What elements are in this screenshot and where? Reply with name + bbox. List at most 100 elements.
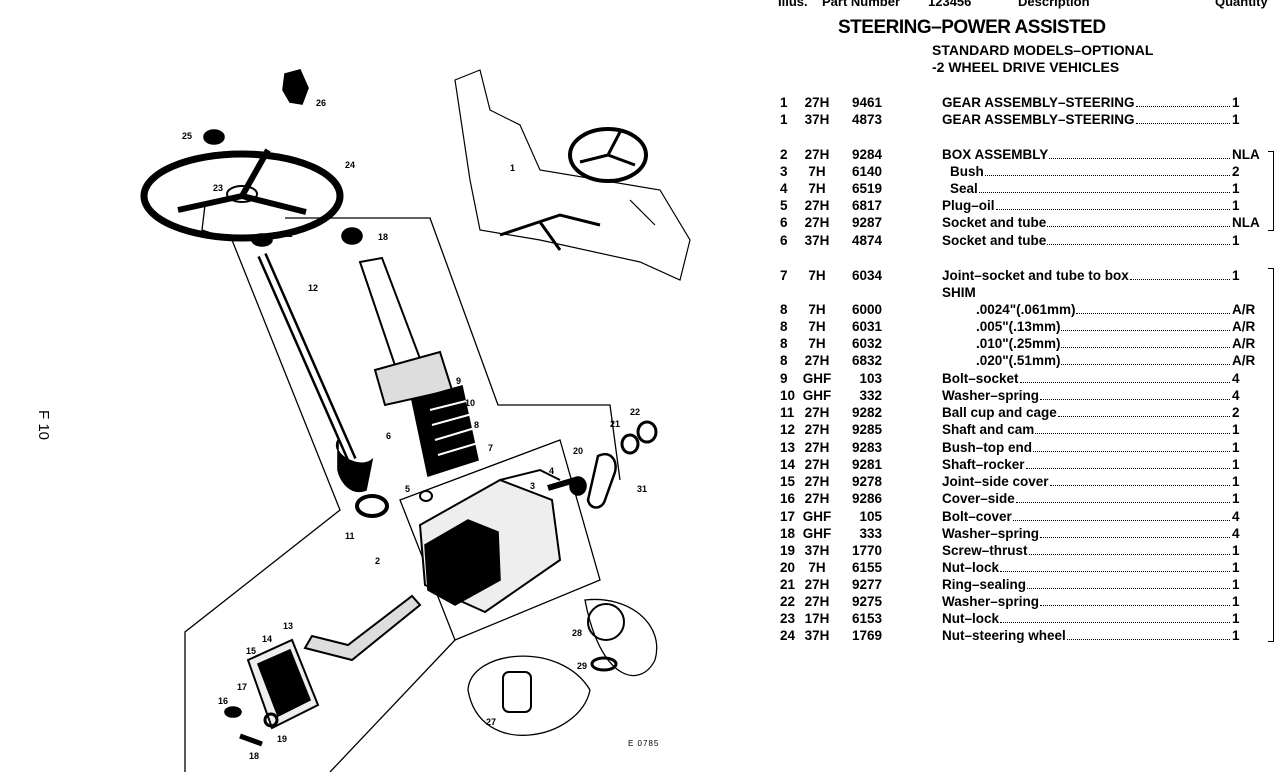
leader-dots bbox=[1025, 456, 1230, 469]
cell-description: GEAR ASSEMBLY–STEERING bbox=[942, 94, 1232, 111]
description-text: Nut–steering wheel bbox=[942, 628, 1066, 643]
cell-description: Shaft–rocker bbox=[942, 456, 1232, 473]
cell-part-number: 6031 bbox=[851, 319, 882, 334]
description-text: Washer–spring bbox=[942, 526, 1040, 541]
leader-dots bbox=[1040, 387, 1230, 400]
description-text: Washer–spring bbox=[942, 388, 1040, 403]
callout-2: 2 bbox=[375, 556, 381, 566]
leader-dots bbox=[1047, 232, 1230, 245]
cell-part-number: 333 bbox=[859, 526, 882, 541]
callout-23: 22 bbox=[630, 407, 641, 417]
description-text: SHIM bbox=[942, 285, 976, 300]
cell-part-number: 9283 bbox=[851, 440, 882, 455]
cell-illus: 7 bbox=[780, 268, 788, 283]
cell-illus: 11 bbox=[780, 405, 795, 420]
table-row: SHIM bbox=[770, 284, 1280, 301]
leader-dots bbox=[1027, 576, 1230, 589]
cell-description: Washer–spring bbox=[942, 525, 1232, 542]
cell-illus: 13 bbox=[780, 440, 796, 455]
callout-15: 14 bbox=[262, 634, 273, 644]
leader-dots bbox=[1135, 94, 1230, 107]
leader-dots bbox=[1028, 542, 1230, 555]
cell-part-number: 9286 bbox=[851, 491, 882, 506]
callout-14: 13 bbox=[283, 621, 294, 631]
cell-description: Joint–socket and tube to box bbox=[942, 267, 1232, 284]
callout-21: 20 bbox=[573, 446, 584, 456]
cell-part-prefix: GHF bbox=[802, 371, 832, 386]
header-quantity: Quantity bbox=[1215, 0, 1268, 9]
callout-11a: 11 bbox=[283, 229, 293, 239]
cell-quantity: 1 bbox=[1232, 543, 1240, 558]
cell-description: Nut–lock bbox=[942, 610, 1232, 627]
description-text: Bolt–cover bbox=[942, 509, 1012, 524]
leader-dots bbox=[1076, 301, 1230, 314]
steering-wheel-rim bbox=[140, 150, 344, 242]
cell-part-number: 9285 bbox=[851, 422, 882, 437]
cell-illus: 16 bbox=[780, 491, 796, 506]
callout-9: 9 bbox=[456, 376, 462, 386]
cell-part-prefix: 37H bbox=[804, 628, 830, 643]
callout-30: 29 bbox=[577, 661, 588, 671]
leader-dots bbox=[1015, 490, 1230, 503]
callout-27: 26 bbox=[316, 98, 327, 108]
leader-dots bbox=[1057, 404, 1230, 417]
cell-description: .010"(.25mm) bbox=[942, 335, 1232, 352]
leader-dots bbox=[1047, 214, 1230, 227]
description-text: Ring–sealing bbox=[942, 577, 1027, 592]
callout-26: 25 bbox=[182, 131, 193, 141]
cell-part-number: 6140 bbox=[851, 164, 882, 179]
cell-quantity: 2 bbox=[1232, 405, 1240, 420]
leader-dots bbox=[1012, 508, 1230, 521]
description-text: .020"(.51mm) bbox=[976, 353, 1061, 368]
cell-part-prefix: 27H bbox=[804, 491, 830, 506]
header-description: Description bbox=[1018, 0, 1090, 9]
cell-part-prefix: 27H bbox=[804, 215, 830, 230]
description-text: Socket and tube bbox=[942, 233, 1047, 248]
cell-description: Shaft and cam bbox=[942, 421, 1232, 438]
leader-dots bbox=[1135, 111, 1230, 124]
cell-part-number: 6032 bbox=[851, 336, 882, 351]
callout-12: 12 bbox=[308, 283, 319, 293]
page-side-label: F 10 bbox=[35, 410, 52, 441]
description-text: Socket and tube bbox=[942, 215, 1047, 230]
cell-illus: 4 bbox=[780, 181, 788, 196]
leader-dots bbox=[1000, 559, 1230, 572]
description-text: Screw–thrust bbox=[942, 543, 1028, 558]
cell-quantity: 1 bbox=[1232, 611, 1240, 626]
description-text: Bush bbox=[950, 164, 984, 179]
cell-part-prefix: GHF bbox=[802, 388, 832, 403]
cell-description: Washer–spring bbox=[942, 387, 1232, 404]
cell-illus: 18 bbox=[780, 526, 796, 541]
group-bracket-1 bbox=[1268, 151, 1274, 231]
exploded-diagram: 26 25 24 23 11 18 12 9 10 8 6 7 5 4 3 11… bbox=[35, 69, 691, 772]
description-text: GEAR ASSEMBLY–STEERING bbox=[942, 112, 1135, 127]
callout-5: 5 bbox=[405, 484, 411, 494]
callout-24: 23 bbox=[213, 183, 224, 193]
cell-part-number: 9277 bbox=[851, 577, 882, 592]
cell-part-number: 6034 bbox=[851, 268, 882, 283]
cell-description: Ball cup and cage bbox=[942, 404, 1232, 421]
cell-part-prefix: 7H bbox=[808, 181, 826, 196]
cell-description: Ring–sealing bbox=[942, 576, 1232, 593]
cell-description: Bush bbox=[942, 163, 1232, 180]
callout-6: 6 bbox=[386, 431, 392, 441]
cell-illus: 6 bbox=[780, 233, 788, 248]
cell-part-number: 9282 bbox=[851, 405, 882, 420]
description-text: Nut–lock bbox=[942, 560, 1000, 575]
cell-illus: 19 bbox=[780, 543, 796, 558]
leader-dots bbox=[1049, 473, 1230, 486]
callout-7: 7 bbox=[488, 443, 494, 453]
description-text: BOX ASSEMBLY bbox=[942, 147, 1049, 162]
cell-part-prefix: 27H bbox=[804, 198, 830, 213]
cell-quantity: 4 bbox=[1232, 388, 1240, 403]
cell-description: .0024"(.061mm) bbox=[942, 301, 1232, 318]
